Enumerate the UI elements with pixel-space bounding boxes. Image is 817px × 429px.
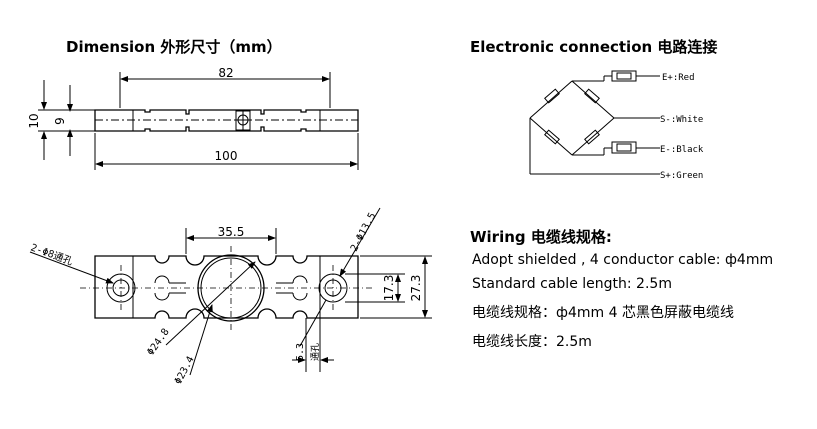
bridge-circuit: E+:Red S-:White E-:Black S+:Green xyxy=(529,70,704,181)
wiring-line-length: Standard cable length: 2.5m xyxy=(472,276,672,292)
side-view: 82 10 9 100 xyxy=(27,66,359,170)
connection-title: Electronic connection 电路连接 xyxy=(470,38,718,56)
dim-27-3: 27.3 xyxy=(409,275,423,302)
dim-offset-note: 通孔 xyxy=(310,343,321,361)
wire-label-e-plus: E+:Red xyxy=(662,73,695,83)
dim-hole-large: 2-Φ13.5 xyxy=(349,211,379,253)
dim-center-dia-2: Φ23.4 xyxy=(173,355,197,387)
dim-9: 9 xyxy=(53,117,67,125)
dim-hole-small: 2-Φ8通孔 xyxy=(29,242,75,268)
wiring-title: Wiring 电缆线规格: xyxy=(470,228,612,246)
wiring-line-length-cn: 电缆线长度：2.5m xyxy=(472,334,592,350)
dim-center-dia-1: Φ24.8 xyxy=(145,327,171,358)
dim-82: 82 xyxy=(218,66,233,80)
dim-10: 10 xyxy=(27,113,41,128)
dimension-title: Dimension 外形尺寸（mm） xyxy=(66,38,282,56)
dim-35-5: 35.5 xyxy=(218,225,245,239)
wire-label-e-minus: E-:Black xyxy=(660,145,704,155)
dim-5-3: 5.3 xyxy=(295,343,306,361)
wiring-line-cable-cn: 电缆线规格：ф4mm 4 芯黑色屏蔽电缆线 xyxy=(472,305,734,321)
dim-100: 100 xyxy=(215,149,238,163)
wire-label-s-plus: S+:Green xyxy=(660,171,703,181)
dim-17-3: 17.3 xyxy=(382,275,396,302)
wiring-line-cable: Adopt shielded , 4 conductor cable: ф4mm xyxy=(472,252,774,268)
top-view: 35.5 2-Φ8通孔 2-Φ13.5 Φ24.8 Φ23.4 5.3 通孔 1… xyxy=(29,207,432,387)
wire-label-s-minus: S-:White xyxy=(660,115,703,125)
